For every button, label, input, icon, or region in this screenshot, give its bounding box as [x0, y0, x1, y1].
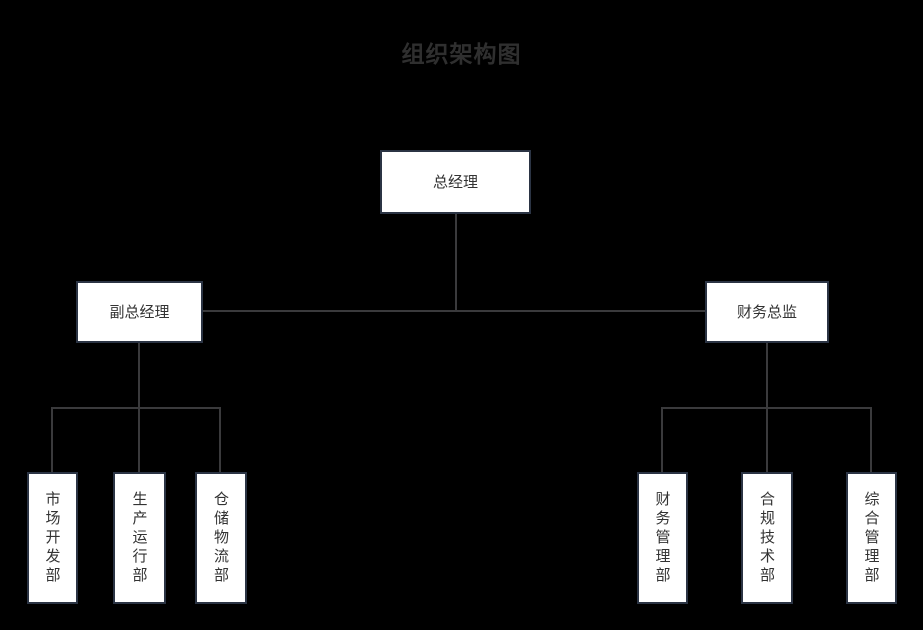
- connector-dgm-drop: [138, 342, 140, 408]
- node-general-management-dept-label: 综合管理部: [862, 490, 881, 586]
- node-market-development-dept-label: 市场开发部: [43, 490, 62, 586]
- node-compliance-technology-dept-label: 合规技术部: [758, 490, 776, 586]
- connector-level2-bus: [139, 310, 768, 312]
- node-financial-management-dept[interactable]: 财务管理部: [637, 472, 688, 604]
- connector-cfo-to-general: [870, 407, 872, 472]
- connector-cfo-to-compliance: [766, 407, 768, 472]
- node-warehouse-logistics-dept[interactable]: 仓储物流部: [195, 472, 247, 604]
- connector-gm-drop: [455, 213, 457, 311]
- node-market-development-dept[interactable]: 市场开发部: [27, 472, 78, 604]
- node-production-operations-dept[interactable]: 生产运行部: [113, 472, 166, 604]
- node-deputy-general-manager-label: 副总经理: [109, 303, 170, 321]
- node-general-manager-label: 总经理: [432, 173, 478, 191]
- connector-dgm-bus: [51, 407, 221, 409]
- node-warehouse-logistics-dept-label: 仓储物流部: [212, 490, 230, 586]
- connector-cfo-drop: [766, 342, 768, 408]
- node-general-management-dept[interactable]: 综合管理部: [846, 472, 897, 604]
- node-financial-director[interactable]: 财务总监: [705, 281, 829, 343]
- node-compliance-technology-dept[interactable]: 合规技术部: [741, 472, 793, 604]
- node-financial-director-label: 财务总监: [736, 303, 797, 321]
- node-general-manager[interactable]: 总经理: [380, 150, 531, 214]
- connector-dgm-to-production: [138, 407, 140, 472]
- connector-dgm-to-logistics: [219, 407, 221, 472]
- node-production-operations-dept-label: 生产运行部: [130, 490, 149, 586]
- connector-dgm-to-market: [51, 407, 53, 472]
- page-title: 组织架构图: [401, 42, 522, 68]
- connector-cfo-to-finance: [661, 407, 663, 472]
- node-deputy-general-manager[interactable]: 副总经理: [76, 281, 203, 343]
- node-financial-management-dept-label: 财务管理部: [653, 490, 672, 586]
